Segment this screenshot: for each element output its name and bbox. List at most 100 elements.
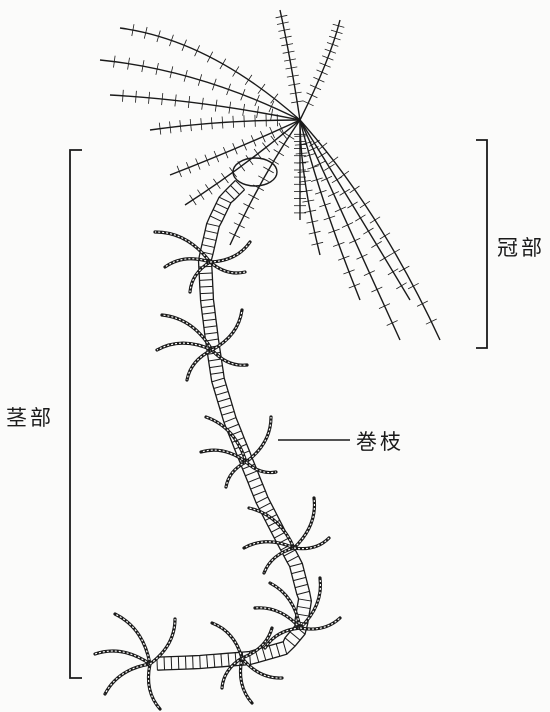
stem-segment (221, 654, 222, 667)
stem-segment (201, 299, 214, 301)
pinnule (213, 179, 220, 189)
pinnule (324, 164, 334, 170)
pinnule (222, 117, 223, 129)
stem-segment (214, 385, 226, 389)
stem-segment (213, 210, 225, 216)
stem-segment (253, 491, 265, 496)
pinnule (262, 143, 269, 153)
stem-segment (225, 190, 234, 199)
pinnule (317, 152, 327, 158)
stem-segment (202, 313, 215, 315)
stem-segment (200, 280, 213, 281)
stem-segment (219, 197, 231, 203)
stem-segment (283, 642, 287, 654)
pinnule (246, 155, 253, 165)
cirrus (95, 651, 150, 664)
pinnule (408, 283, 419, 289)
pinnule (355, 215, 365, 221)
stem-segment (211, 372, 224, 374)
crown-arm (120, 28, 300, 120)
stem-segment (201, 306, 214, 308)
pinnule (380, 233, 390, 239)
cirrus-segments (105, 664, 150, 694)
stem-segment (203, 319, 216, 321)
pinnule (426, 319, 437, 324)
pinnule (221, 173, 228, 183)
pinnule (198, 190, 205, 200)
cirri (95, 232, 340, 709)
pinnule (205, 184, 212, 194)
pinnule (284, 133, 294, 140)
pinnule (350, 186, 360, 193)
stem-segment (185, 656, 186, 669)
stem-segment (178, 656, 179, 669)
stem-segment (262, 648, 266, 660)
pinnule (389, 249, 399, 255)
stem-segment (200, 656, 201, 669)
cirrus (246, 417, 271, 462)
stem-segment (295, 584, 308, 587)
pinnule (329, 157, 339, 164)
stem-segment (248, 478, 260, 483)
stem-segment (216, 203, 228, 209)
pinnule (220, 59, 226, 69)
crown-arm (300, 120, 360, 300)
cirrus (226, 462, 246, 487)
pinnule (123, 90, 124, 102)
stem-segment (199, 273, 212, 274)
pinnule (211, 117, 212, 129)
pinnule (201, 118, 202, 130)
pinnule (258, 176, 268, 182)
crown-arm (300, 20, 340, 120)
crown-label: 冠部 (497, 232, 545, 262)
stem-segment (256, 497, 268, 503)
pinnule (340, 189, 350, 195)
crown-arm (280, 10, 300, 120)
pinnule (207, 52, 212, 63)
stem-segment (228, 653, 229, 666)
pinnule (396, 283, 406, 289)
pinnule (318, 143, 327, 151)
stem-segment (203, 238, 216, 241)
pinnule (229, 233, 240, 238)
pinnule (248, 194, 259, 200)
stem-segment (210, 366, 223, 368)
pinnule (380, 255, 390, 261)
pinnule (263, 167, 273, 173)
stem-segment (207, 655, 208, 668)
stem-segment (230, 185, 239, 194)
cirrus (212, 310, 242, 350)
stem-segment (216, 391, 228, 395)
stem-segment (204, 326, 217, 328)
pinnule (360, 201, 370, 208)
crown-arm (100, 60, 300, 120)
pinnule (307, 93, 318, 98)
cirrus (294, 498, 314, 548)
pinnule (271, 94, 278, 104)
pinnule (195, 45, 200, 56)
pinnule (347, 202, 357, 208)
stem-segment (297, 606, 310, 608)
stem-segment (259, 503, 271, 509)
pinnule (136, 91, 137, 103)
cirrus (105, 664, 150, 694)
pinnule (233, 66, 239, 76)
pinnule (303, 101, 314, 106)
crown-arms (100, 10, 440, 340)
stem-bracket (70, 150, 82, 678)
pinnule (388, 269, 398, 275)
pinnule (244, 115, 245, 127)
stem-segment (245, 471, 257, 476)
stem-segment (285, 638, 295, 646)
stem-segment (287, 556, 298, 562)
stem-segment (205, 333, 218, 335)
pinnule (296, 153, 308, 154)
stem-segment (292, 570, 305, 573)
crown-arm (300, 120, 400, 340)
calyx (233, 158, 277, 186)
cirrus-segments (255, 608, 300, 628)
stem-segment (209, 359, 222, 361)
cirrus (115, 614, 150, 664)
stem-segment (290, 563, 303, 566)
